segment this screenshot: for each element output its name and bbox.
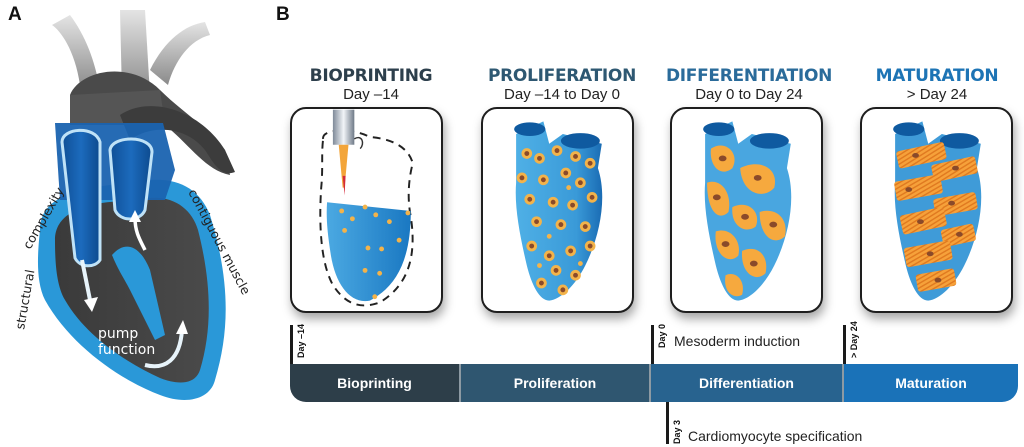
timeline-segment-bioprinting: Bioprinting bbox=[290, 364, 461, 402]
marker-day-minus14 bbox=[290, 325, 293, 364]
stage-subtitle: Day 0 to Day 24 bbox=[695, 86, 803, 103]
panel-a-label: A bbox=[8, 4, 22, 25]
stage-title: PROLIFERATION bbox=[487, 66, 636, 86]
stage-subtitle: > Day 24 bbox=[906, 86, 968, 103]
marker-day-minus14-label: Day –14 bbox=[296, 323, 306, 358]
stage-differentiation: DIFFERENTIATION Day 0 to Day 24 bbox=[664, 66, 834, 104]
stage-title: DIFFERENTIATION bbox=[665, 66, 833, 86]
stage-maturation: MATURATION > Day 24 bbox=[852, 66, 1022, 104]
heart-illustration: pump function structural complexity cont… bbox=[12, 10, 254, 400]
marker-day-24-label: > Day 24 bbox=[849, 321, 859, 358]
timeline-segment-differentiation: Differentiation bbox=[651, 364, 844, 402]
stage-proliferation: PROLIFERATION Day –14 to Day 0 bbox=[477, 66, 647, 104]
vessel-icon bbox=[52, 15, 100, 90]
mesoderm-induction-label: Mesoderm induction bbox=[674, 333, 801, 349]
mature-heart-icon bbox=[893, 121, 982, 301]
stage-bioprinting: BIOPRINTING Day –14 bbox=[286, 66, 456, 104]
marker-day-0-label: Day 0 bbox=[657, 323, 667, 348]
timeline-segment-proliferation: Proliferation bbox=[461, 364, 651, 402]
stage-title: BIOPRINTING bbox=[309, 66, 433, 86]
bioprinting-card bbox=[290, 107, 443, 313]
differentiation-card bbox=[670, 107, 823, 313]
marker-day-3 bbox=[666, 402, 669, 444]
marker-day-24 bbox=[843, 325, 846, 364]
stage-title: MATURATION bbox=[875, 66, 999, 86]
function-label: function bbox=[98, 342, 155, 358]
marker-day-0 bbox=[651, 325, 654, 364]
bioprinting-nozzle-icon bbox=[319, 109, 414, 307]
stage-subtitle: Day –14 bbox=[343, 86, 399, 103]
proliferating-heart-icon bbox=[514, 121, 603, 301]
timeline-segment-maturation: Maturation bbox=[844, 364, 1018, 402]
panel-b-label: B bbox=[276, 4, 290, 25]
maturation-card bbox=[860, 107, 1013, 313]
proliferation-card bbox=[481, 107, 634, 313]
differentiating-heart-icon bbox=[703, 121, 792, 301]
marker-day-3-label: Day 3 bbox=[672, 419, 682, 444]
cardiomyocyte-specification-label: Cardiomyocyte specification bbox=[688, 428, 863, 444]
stage-subtitle: Day –14 to Day 0 bbox=[504, 86, 620, 103]
pump-label: pump bbox=[98, 326, 138, 342]
structural-label: structural bbox=[12, 268, 37, 330]
timeline-bar: Bioprinting Proliferation Differentiatio… bbox=[290, 364, 1018, 402]
